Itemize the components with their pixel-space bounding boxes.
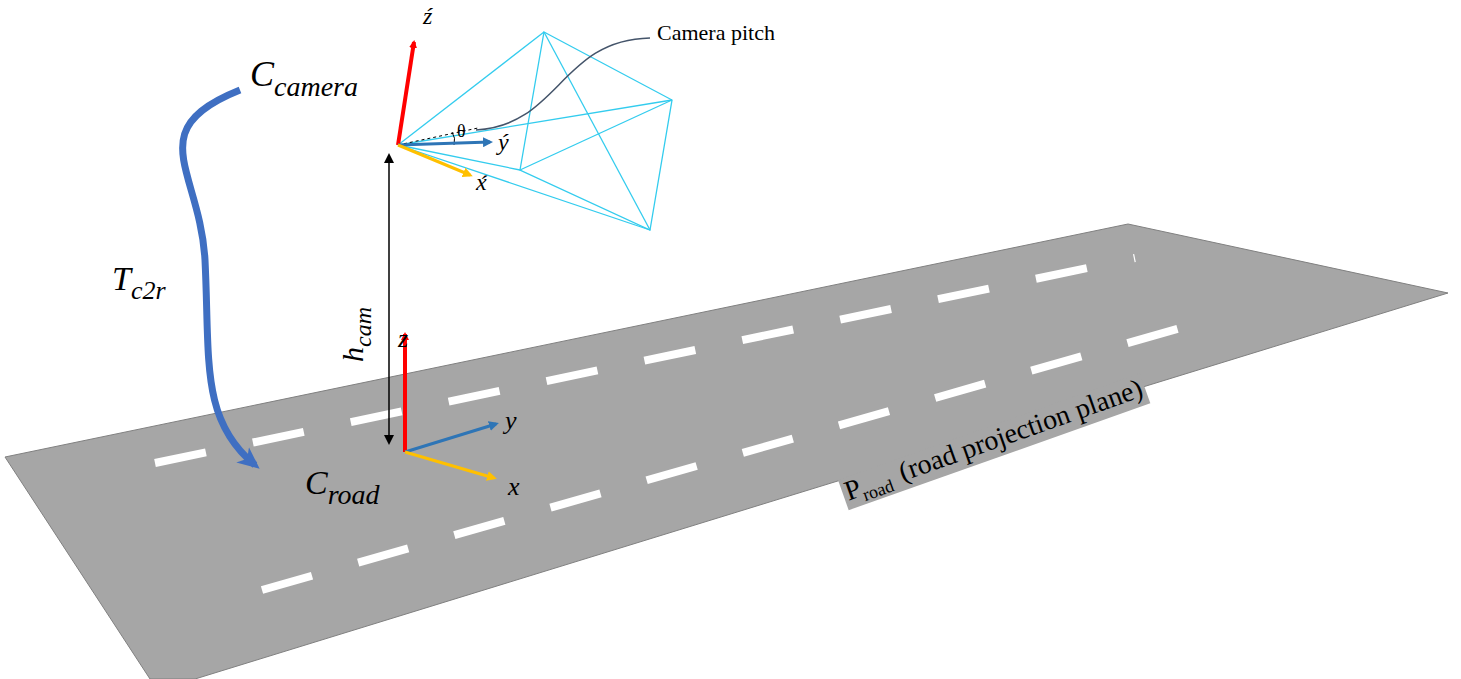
camera-frustum xyxy=(398,32,672,230)
road-y-axis xyxy=(405,424,496,452)
dimension-label: hcam xyxy=(338,307,375,362)
camera-x-axis xyxy=(398,145,470,175)
axis-label: x xyxy=(508,472,520,501)
frame-label: C xyxy=(305,464,328,501)
annotation: Camera pitch xyxy=(657,22,775,44)
camera-z-axis xyxy=(398,42,414,145)
axis-label: ź xyxy=(423,3,432,29)
axis-label: x́ xyxy=(476,170,487,194)
subscript-label: c2r xyxy=(131,276,166,305)
transform-label: T xyxy=(112,260,131,297)
axis-label: x́ xyxy=(476,169,487,195)
transform-arrow xyxy=(183,90,255,465)
subscript-label: road xyxy=(860,476,897,506)
axis-label: y xyxy=(505,408,517,434)
axis-label: x xyxy=(508,474,520,500)
subscript-label: cam xyxy=(350,307,376,347)
axis-label: ý xyxy=(498,129,509,155)
frame-label: Ccamera xyxy=(250,56,358,101)
height-dimension xyxy=(388,156,390,442)
subscript-label: road xyxy=(328,479,380,510)
frame-label: C xyxy=(250,54,274,94)
leader-line xyxy=(476,38,650,130)
angle-label: θ xyxy=(457,122,466,140)
axis-label: z xyxy=(398,326,408,352)
road-x-axis xyxy=(405,452,494,478)
axis-label: y xyxy=(505,406,517,435)
road-plane xyxy=(5,224,1448,679)
axis-label: ź xyxy=(423,4,432,28)
axis-label: z xyxy=(398,324,408,353)
angle-label: θ xyxy=(457,121,466,141)
frame-label: Croad xyxy=(305,466,380,509)
subscript-label: camera xyxy=(274,71,358,102)
plane-label: (road projection plane) xyxy=(894,372,1146,487)
plane-label: Proad(road projection plane) xyxy=(838,373,1151,510)
axis-label: ý xyxy=(498,130,509,154)
lane-marking xyxy=(262,323,1198,590)
transform-label: Tc2r xyxy=(112,262,166,304)
annotation: Camera pitch xyxy=(657,20,775,45)
dimension-label: h xyxy=(336,347,369,362)
camera-y-axis xyxy=(398,142,490,145)
